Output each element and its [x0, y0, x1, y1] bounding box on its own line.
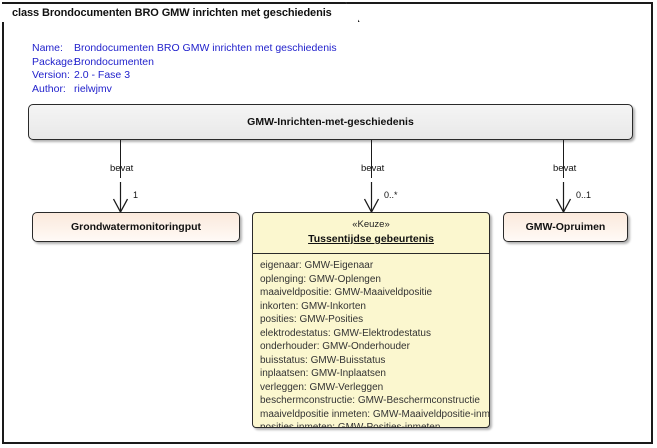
metadata-row-author: Author: rielwjmv	[32, 83, 337, 97]
metadata-value-package: Brondocumenten	[74, 55, 154, 68]
metadata-key-package: Package:	[32, 55, 76, 68]
class-stereotype-keuze: «Keuze»	[352, 219, 390, 230]
connector-multiplicity-1: 1	[133, 190, 139, 200]
metadata-row-name: Name: Brondocumenten BRO GMW inrichten m…	[32, 42, 337, 56]
diagram-metadata: Name: Brondocumenten BRO GMW inrichten m…	[32, 42, 337, 96]
connector-multiplicity-2: 0..*	[384, 190, 398, 200]
connector-line-2	[371, 140, 372, 178]
metadata-value-name: Brondocumenten BRO GMW inrichten met ges…	[74, 42, 337, 54]
list-item: eigenaar: GMW-Eigenaar	[260, 260, 374, 271]
metadata-row-version: Version: 2.0 - Fase 3	[32, 69, 337, 83]
class-name-grondwatermonitoringput: Grondwatermonitoringput	[70, 221, 202, 233]
class-name-root: GMW-Inrichten-met-geschiedenis	[247, 116, 414, 128]
list-item: beschermconstructie: GMW-Beschermconstru…	[260, 395, 480, 406]
connector-label-3: bevat	[553, 163, 577, 174]
list-item: onderhouder: GMW-Onderhouder	[260, 341, 410, 352]
class-box-tussentijdse-gebeurtenis[interactable]: «Keuze» Tussentijdse gebeurtenis eigenaa…	[252, 212, 490, 428]
list-item: maaiveldpositie inmeten: GMW-Maaiveldpos…	[260, 408, 490, 420]
list-item: posities: GMW-Posities	[260, 314, 364, 325]
list-item: posities inmeten: GMW-Posities-inmeten	[260, 422, 441, 428]
connector-line-3	[563, 140, 564, 178]
list-item: inkorten: GMW-Inkorten	[260, 300, 366, 312]
list-item: oplenging: GMW-Oplengen	[260, 273, 381, 285]
list-item: verleggen: GMW-Verleggen	[260, 381, 384, 393]
connector-label-1: bevat	[110, 163, 134, 174]
class-name-gmw-opruimen: GMW-Opruimen	[525, 221, 606, 233]
class-box-gmw-inrichten-met-geschiedenis[interactable]: GMW-Inrichten-met-geschiedenis	[28, 104, 633, 140]
arrowhead-icon-3	[555, 182, 572, 214]
list-item: maaiveldpositie: GMW-Maaiveldpositie	[260, 287, 433, 298]
list-item: buisstatus: GMW-Buisstatus	[260, 354, 386, 366]
connector-multiplicity-3: 0..1	[576, 190, 592, 200]
arrowhead-icon-1	[112, 182, 129, 214]
metadata-row-package: Package: Brondocumenten	[32, 56, 337, 70]
metadata-value-version: 2.0 - Fase 3	[74, 69, 131, 81]
class-name-tussentijdse-gebeurtenis: Tussentijdse gebeurtenis	[308, 233, 434, 245]
list-item: inplaatsen: GMW-Inplaatsen	[260, 368, 386, 379]
connector-label-2: bevat	[361, 163, 385, 174]
metadata-key-version: Version:	[32, 69, 70, 81]
list-item: elektrodestatus: GMW-Elektrodestatus	[260, 327, 431, 339]
class-box-gmw-opruimen[interactable]: GMW-Opruimen	[503, 212, 628, 242]
metadata-key-author: Author:	[32, 82, 66, 95]
metadata-key-name: Name:	[32, 42, 63, 54]
attribute-list: eigenaar: GMW-Eigenaar oplenging: GMW-Op…	[253, 254, 490, 428]
diagram-title-label: class Brondocumenten BRO GMW inrichten m…	[12, 7, 332, 19]
connector-line-1	[120, 140, 121, 178]
class-box-grondwatermonitoringput[interactable]: Grondwatermonitoringput	[32, 212, 240, 242]
arrowhead-icon-2	[363, 182, 380, 214]
choice-class-header: «Keuze» Tussentijdse gebeurtenis	[253, 213, 489, 254]
metadata-value-author: rielwjmv	[74, 82, 112, 95]
diagram-title-tab[interactable]: class Brondocumenten BRO GMW inrichten m…	[2, 2, 360, 22]
